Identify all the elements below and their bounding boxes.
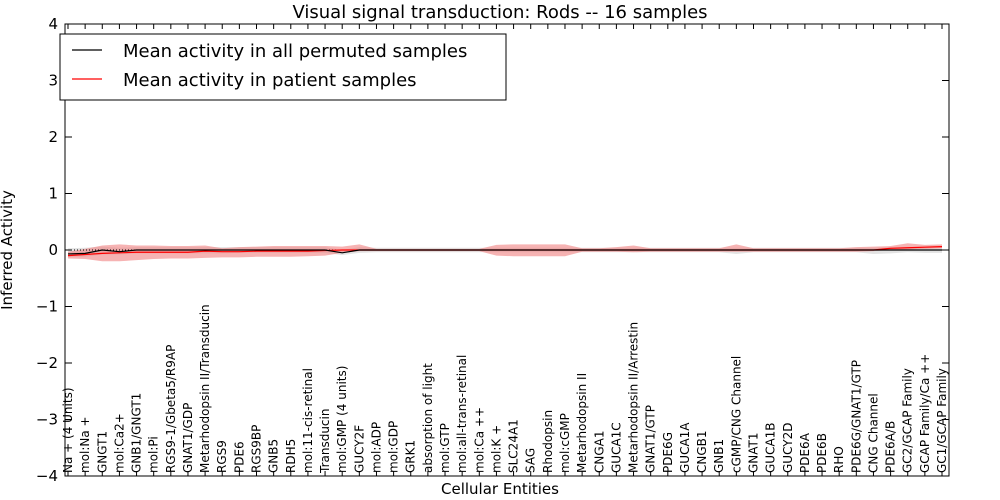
x-tick-label: GUCY2F bbox=[352, 425, 366, 473]
x-tick-label: PDE6G/GNAT1/GTP bbox=[849, 360, 863, 473]
x-tick-label: mol:GTP bbox=[438, 423, 452, 473]
x-tick-label: mol:K + bbox=[489, 425, 503, 473]
x-tick-label: GNB1 bbox=[712, 439, 726, 473]
series-lines bbox=[67, 246, 943, 257]
x-tick-label: mol:Pi bbox=[147, 436, 161, 473]
x-tick-label: mol:ADP bbox=[369, 422, 383, 473]
x-tick-label: GNB1/GNGT1 bbox=[130, 393, 144, 473]
x-tick-label: mol:11-cis-retinal bbox=[301, 368, 315, 473]
x-tick-label: RGS9-1/Gbeta5/R9AP bbox=[164, 345, 178, 473]
x-tick-label: PDE6 bbox=[232, 441, 246, 473]
x-tick-label: PDE6A bbox=[798, 432, 812, 473]
y-tick-label: 0 bbox=[48, 241, 58, 259]
legend: Mean activity in all permuted samples Me… bbox=[59, 33, 507, 101]
x-tick-label: RHO bbox=[832, 446, 846, 473]
x-tick-label: GNB5 bbox=[267, 439, 281, 473]
y-tick-label: 1 bbox=[48, 185, 58, 203]
y-tick-label: −1 bbox=[36, 298, 58, 316]
x-tick-label: RGS9BP bbox=[250, 425, 264, 473]
x-tick-label: mol:Ca2+ bbox=[112, 413, 126, 473]
x-tick-label: mol:GDP bbox=[387, 421, 401, 473]
x-tick-label: GNAT1/GDP bbox=[181, 403, 195, 473]
x-tick-label: Rhodopsin bbox=[541, 410, 555, 473]
y-tick-label: 2 bbox=[48, 128, 58, 146]
x-tick-label: GUCA1A bbox=[678, 422, 692, 473]
y-axis: −4 −3 −2 −1 0 1 2 3 4 bbox=[36, 15, 949, 485]
x-tick-label: SAG bbox=[524, 448, 538, 473]
x-tick-label: Na + (4 Units) bbox=[61, 387, 75, 473]
x-tick-label: GNAT1 bbox=[746, 432, 760, 473]
x-axis-label: Cellular Entities bbox=[441, 480, 559, 498]
legend-box bbox=[59, 33, 507, 101]
chart-title: Visual signal transduction: Rods -- 16 s… bbox=[292, 2, 707, 23]
x-tick-label: mol:Ca ++ bbox=[472, 407, 486, 473]
x-tick-label: RGS9 bbox=[215, 440, 229, 473]
x-tick-label: mol:GMP (4 units) bbox=[335, 366, 349, 473]
confidence-bands bbox=[68, 243, 942, 262]
y-tick-label: 3 bbox=[48, 72, 58, 90]
x-tick-label: Metarhodopsin II/Arrestin bbox=[627, 322, 641, 473]
y-tick-label: −4 bbox=[36, 467, 58, 485]
x-tick-label: GUCA1B bbox=[764, 422, 778, 473]
x-tick-label: mol:cGMP bbox=[558, 413, 572, 473]
x-tick-label: mol:Na + bbox=[78, 416, 92, 473]
series-line-0 bbox=[67, 249, 942, 255]
x-tick-label: CNGA1 bbox=[592, 431, 606, 474]
x-tick-label: GUCY2D bbox=[781, 423, 795, 473]
x-tick-label: GRK1 bbox=[404, 440, 418, 473]
x-tick-label: Metarhodopsin II/Transducin bbox=[198, 304, 212, 473]
x-tick-label: RDH5 bbox=[284, 439, 298, 473]
y-tick-label: −2 bbox=[36, 354, 58, 372]
confidence-band-1 bbox=[68, 243, 942, 262]
x-tick-label: GC2/GCAP Family bbox=[901, 368, 915, 473]
x-tick-label: PDE6A/B bbox=[884, 421, 898, 473]
x-tick-label: GCAP Family/Ca ++ bbox=[918, 354, 932, 473]
x-tick-label: absorption of light bbox=[421, 363, 435, 473]
x-tick-label: mol:all-trans-retinal bbox=[455, 355, 469, 473]
x-tick-label: Metarhodopsin II bbox=[575, 373, 589, 473]
x-tick-label: PDE6G bbox=[661, 432, 675, 473]
x-tick-label: GNGT1 bbox=[95, 431, 109, 473]
x-tick-label: PDE6B bbox=[815, 433, 829, 473]
x-tick-label: GNAT1/GTP bbox=[644, 405, 658, 473]
x-tick-label: cGMP/CNG Channel bbox=[729, 356, 743, 473]
legend-label-permuted: Mean activity in all permuted samples bbox=[123, 41, 467, 62]
x-tick-label: CNGB1 bbox=[695, 430, 709, 473]
x-tick-label: SLC24A1 bbox=[507, 419, 521, 473]
x-tick-label: Transducin bbox=[318, 409, 332, 474]
x-tick-label: CNG Channel bbox=[866, 393, 880, 473]
y-tick-label: −3 bbox=[36, 411, 58, 429]
x-tick-label: GC1/GCAP Family bbox=[935, 368, 949, 473]
y-axis-label: Inferred Activity bbox=[0, 190, 16, 310]
y-tick-label: 4 bbox=[48, 15, 58, 33]
x-tick-label: GUCA1C bbox=[609, 422, 623, 473]
legend-label-patient: Mean activity in patient samples bbox=[123, 70, 417, 91]
